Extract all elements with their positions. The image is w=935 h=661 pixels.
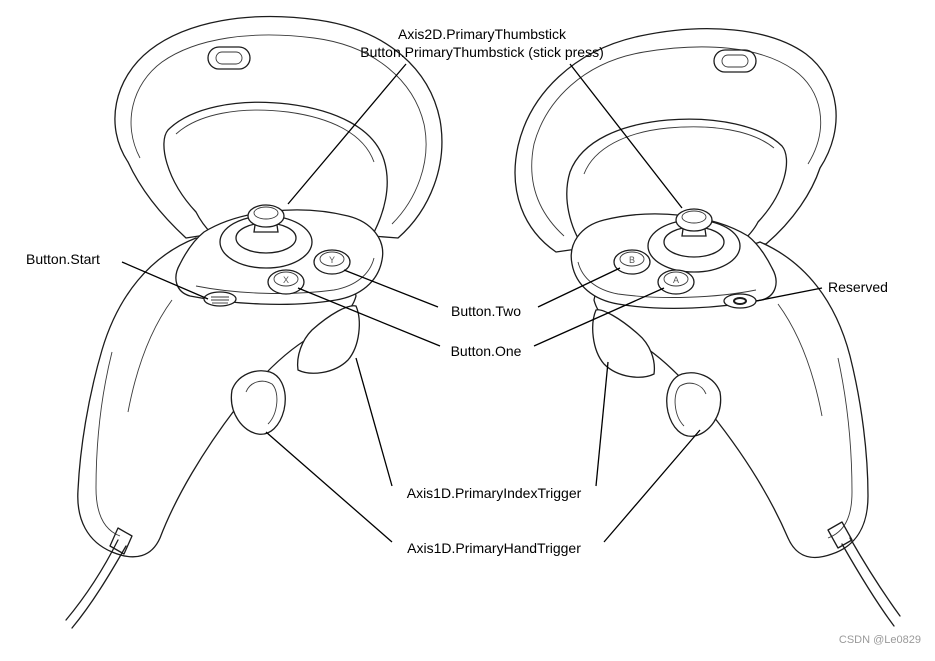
leader-hand-right (603, 429, 701, 543)
right-ring-sensor (713, 49, 757, 73)
leader-hand-left (265, 431, 393, 543)
left-button-lower (267, 269, 305, 295)
leader-two-right (537, 267, 621, 308)
right-grip-seam (827, 357, 853, 539)
right-ring-sensor-inner (721, 54, 749, 68)
right-grip-body (593, 241, 869, 559)
right-tracking-ring (514, 28, 837, 253)
leader-one-left (297, 287, 441, 347)
label-start: Button.Start (26, 251, 100, 267)
right-cable-2 (849, 537, 901, 617)
left-ring-inner-rim (130, 34, 427, 225)
right-top-face-rim (577, 261, 757, 298)
label-index-trigger: Axis1D.PrimaryIndexTrigger (406, 485, 582, 501)
label-thumbstick-button: Button.PrimaryThumbstick (stick press) (360, 44, 604, 60)
left-button-upper-top (319, 251, 345, 267)
left-ring-sensor-inner (215, 51, 243, 65)
right-cable (841, 543, 895, 627)
leader-lines (121, 63, 823, 543)
left-top-face-rim (195, 257, 375, 294)
right-hand-trigger-inner (674, 382, 707, 427)
right-button-upper (613, 249, 651, 275)
left-tracking-ring (114, 15, 443, 239)
right-thumbstick-cap-top (681, 210, 707, 224)
leader-two-left (343, 269, 439, 308)
right-index-trigger-housing (592, 309, 656, 378)
left-hand-trigger-inner (245, 380, 278, 425)
right-oculus-icon (733, 297, 747, 305)
right-thumbstick-cap (675, 208, 713, 232)
left-hand-trigger (230, 370, 286, 435)
left-ring-inner-edge (175, 109, 375, 163)
left-cable-2 (65, 539, 119, 621)
label-thumbstick-axis: Axis2D.PrimaryThumbstick (397, 26, 567, 42)
left-controller: Y X (65, 15, 443, 629)
right-button-lower-glyph: A (673, 275, 679, 285)
left-thumbstick-cap-top (253, 206, 279, 220)
watermark: CSDN @Le0829 (838, 634, 921, 646)
right-ring-inner-rim (531, 46, 822, 237)
left-menu-button (203, 291, 237, 307)
left-button-lower-glyph: X (283, 275, 289, 285)
label-hand-trigger: Axis1D.PrimaryHandTrigger (407, 540, 581, 556)
right-button-upper-top (619, 251, 645, 267)
right-button-lower (657, 269, 695, 295)
label-reserved: Reserved (828, 279, 888, 295)
leader-index-right (595, 361, 609, 487)
right-button-lower-top (663, 271, 689, 287)
left-thumbstick-cap (247, 204, 285, 228)
left-grip-body (77, 237, 357, 558)
right-grip-inner-seam (777, 303, 823, 417)
right-ring-inner-edge (583, 126, 775, 175)
left-cable (71, 545, 127, 629)
leader-index-left (355, 357, 393, 487)
leader-reserved (755, 287, 823, 302)
leader-start (121, 261, 209, 300)
left-strap-clip (109, 527, 133, 555)
left-button-lower-top (273, 271, 299, 287)
left-button-upper-glyph: Y (329, 255, 335, 265)
right-controller: B A (514, 28, 901, 627)
right-strap-clip (827, 521, 853, 549)
right-button-upper-glyph: B (629, 255, 635, 265)
left-grip-inner-seam (127, 299, 173, 413)
label-one: Button.One (450, 343, 522, 359)
label-two: Button.Two (450, 303, 522, 319)
right-hand-trigger (666, 372, 722, 437)
leader-one-right (533, 287, 665, 347)
leader-thumbstick-right (569, 63, 683, 209)
leader-thumbstick-left (287, 63, 407, 205)
right-oculus-button (723, 293, 757, 309)
left-ring-sensor (207, 46, 251, 70)
left-button-upper (313, 249, 351, 275)
left-grip-seam (95, 351, 121, 537)
